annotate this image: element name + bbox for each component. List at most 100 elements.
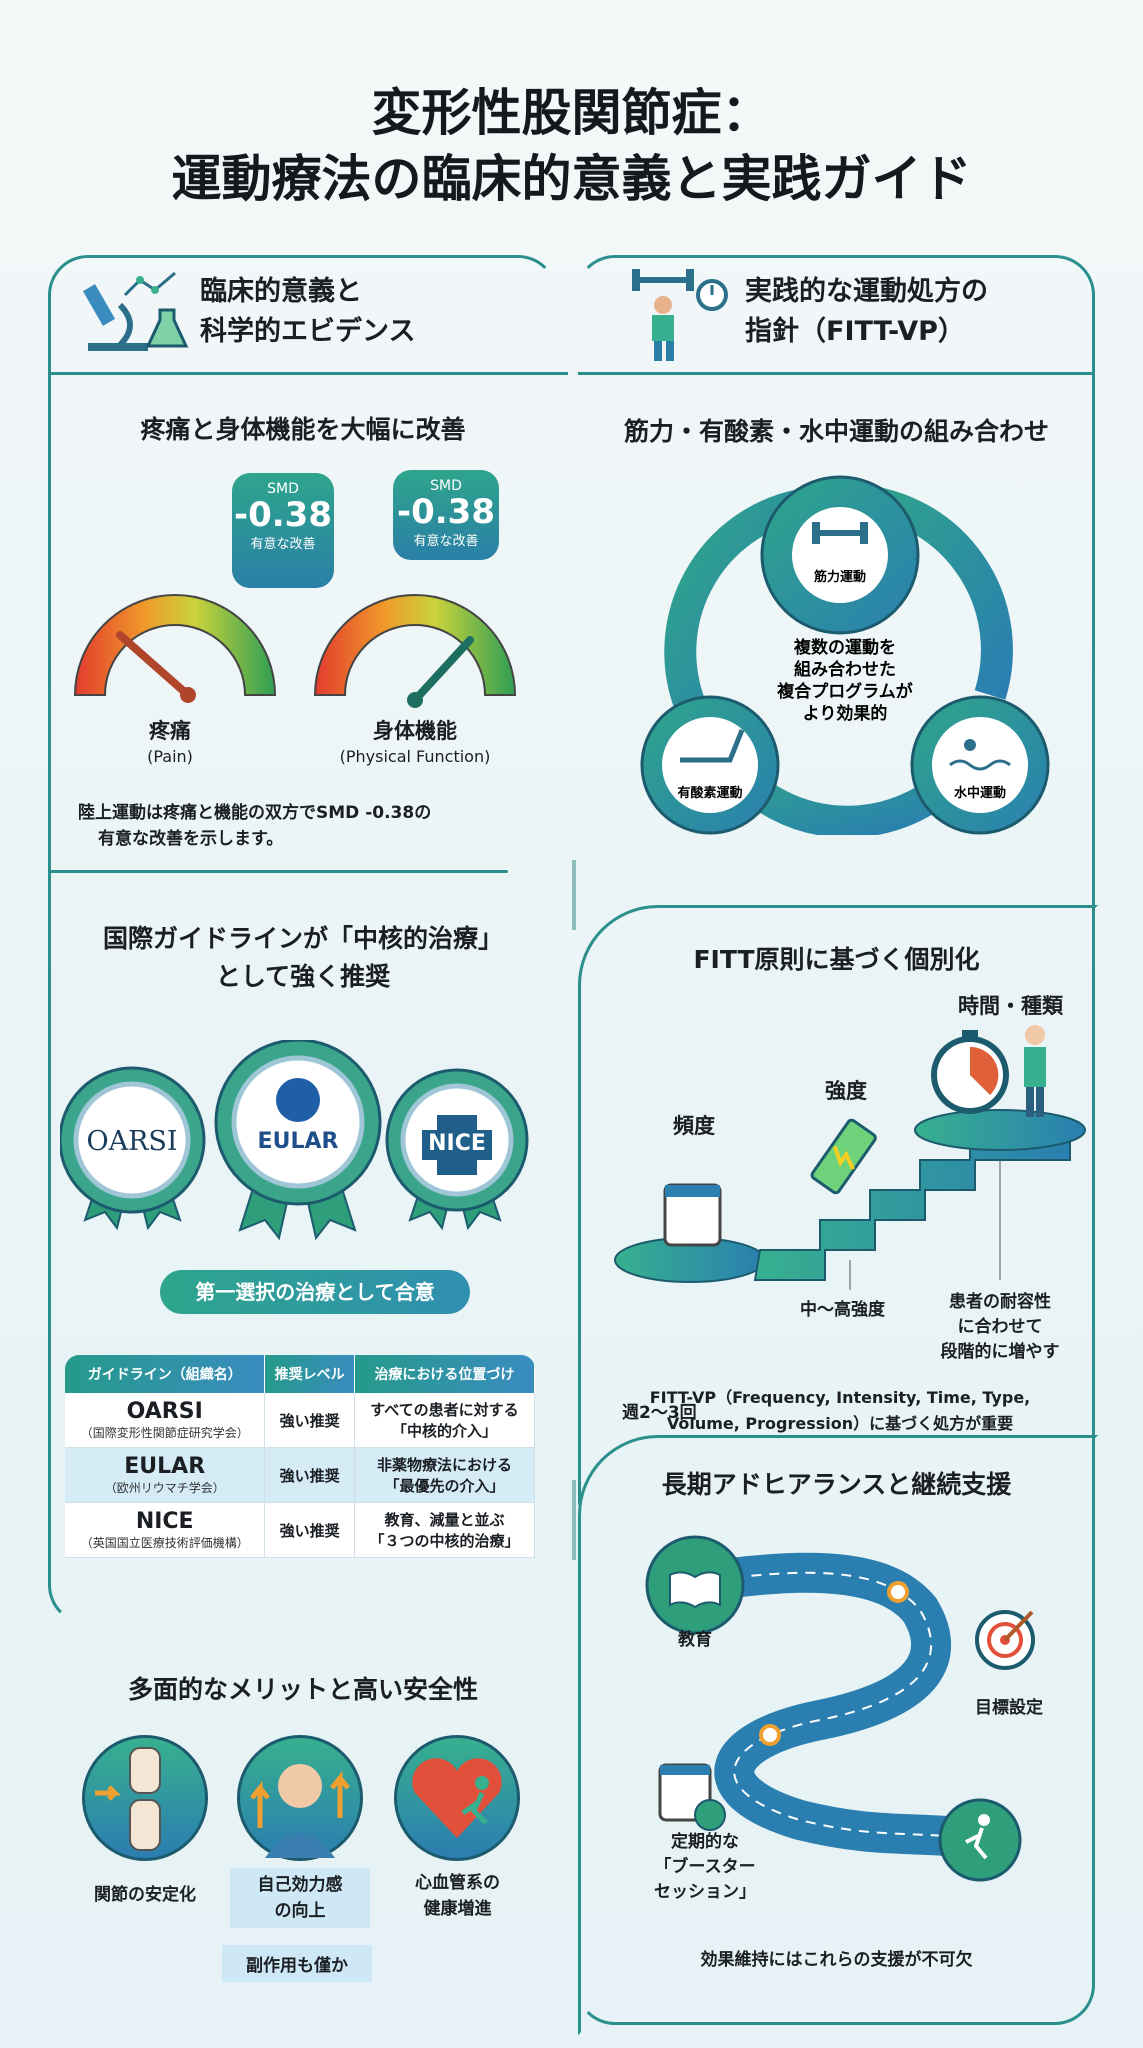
- label-line: の向上: [274, 1901, 326, 1921]
- left-header-line-1: 臨床的意義と: [200, 276, 362, 307]
- note-line: FITT-VP（Frequency, Intensity, Time, Type…: [649, 1388, 1031, 1407]
- page-title: 変形性股関節症： 運動療法の臨床的意義と実践ガイド: [0, 80, 1143, 212]
- milestone-marker: [887, 1581, 909, 1603]
- pain-gauge: [73, 594, 277, 703]
- gauge-label: 身体機能: [373, 719, 457, 743]
- benefit-efficacy-label: 自己効力感の向上: [230, 1868, 370, 1928]
- right-frame: [575, 255, 1095, 2025]
- guidelines-title-2: として強く推奨: [215, 962, 391, 991]
- col-header: ガイドライン（組織名）: [65, 1355, 266, 1393]
- table-row: NICE（英国国立医療技術評価機構）強い推奨教育、減量と並ぶ「３つの中核的治療」: [65, 1502, 535, 1558]
- function-gauge: [313, 594, 517, 708]
- heart-runner-icon: [394, 1735, 520, 1861]
- milestone-goal-setting: 目標設定: [975, 1698, 1043, 1718]
- bubble-note: 有意な改善: [413, 534, 479, 549]
- person-icon: [1024, 1025, 1046, 1117]
- position: 「３つの中核的治療」: [369, 1532, 520, 1550]
- col-header: 推奨レベル: [264, 1355, 355, 1393]
- fitt-stairs: [614, 1025, 1086, 1290]
- right-header-line-2: 指針（FITT-VP）: [745, 316, 965, 347]
- position: 非薬物療法における: [376, 1456, 512, 1474]
- label-line: 自己効力感: [257, 1875, 343, 1895]
- detail-line: に合わせて: [957, 1317, 1043, 1337]
- cycle-arrow: [664, 489, 804, 711]
- bubble-value: -0.38: [234, 495, 332, 535]
- fitt-note: FITT-VP（Frequency, Intensity, Time, Type…: [600, 1385, 1080, 1437]
- effect-title: 疼痛と身体機能を大幅に改善: [140, 415, 466, 444]
- pain-label: 疼痛 (Pain): [110, 715, 230, 769]
- safety-label: 副作用も僅か: [222, 1945, 372, 1982]
- node-label: 筋力運動: [813, 569, 866, 585]
- knee-joint-icon: [82, 1735, 208, 1861]
- consensus-pill: 第一選択の治療として合意: [160, 1270, 470, 1314]
- center-text: より効果的: [803, 703, 888, 724]
- stopwatch-icon: [931, 1030, 1009, 1114]
- dumbbell-icon: [812, 522, 868, 544]
- badge-label: NICE: [428, 1131, 486, 1156]
- right-header-title: 実践的な運動処方の 指針（FITT-VP）: [745, 272, 988, 352]
- badge-oarsi: OARSI: [60, 1066, 206, 1231]
- fitt-frame: [578, 905, 1098, 1505]
- fitt-progression-detail: 患者の耐容性に合わせて段階的に増やす: [925, 1290, 1075, 1365]
- adherence-road: [645, 1535, 1035, 1882]
- node-label: 有酸素運動: [677, 785, 742, 801]
- left-frame: [48, 255, 558, 1625]
- level: 強い推奨: [264, 1502, 355, 1558]
- milestone-marker: [759, 1724, 781, 1746]
- dumbbell-stopwatch-icon: [630, 265, 730, 369]
- stairs: [753, 1129, 1071, 1281]
- note-line: Volume, Progression）に基づく処方が重要: [666, 1414, 1014, 1433]
- microscope-flask-chart-icon: [80, 265, 190, 369]
- booster-line: セッション」: [654, 1882, 756, 1902]
- calendar-clock-icon: [658, 1763, 726, 1831]
- level: 強い推奨: [264, 1393, 355, 1448]
- guideline-badges: OARSI EULAR NICE: [60, 1040, 529, 1241]
- effect-note-1: 陸上運動は疼痛と機能の双方でSMD -0.38の: [78, 803, 432, 823]
- col-header: 治療における位置づけ: [354, 1355, 535, 1393]
- position: 教育、減量と並ぶ: [384, 1511, 505, 1529]
- bubble-label: SMD: [430, 478, 462, 494]
- bubble-label: SMD: [267, 481, 299, 497]
- position: すべての患者に対する: [370, 1401, 519, 1419]
- title-line-1: 変形性股関節症：: [371, 84, 772, 142]
- battery-icon: [810, 1118, 877, 1195]
- gauge-label: 疼痛: [149, 719, 191, 743]
- benefits-title: 多面的なメリットと高い安全性: [127, 1675, 478, 1704]
- table-row: OARSI （国際変形性関節症研究学会） 強い推奨すべての患者に対する「中核的介入」: [65, 1393, 535, 1448]
- booster-line: 定期的な: [671, 1832, 739, 1852]
- center-text: 組み合わせた: [794, 659, 896, 680]
- bubble-note: 有意な改善: [250, 537, 316, 552]
- adherence-frame: [578, 1435, 1098, 2035]
- function-smd-bubble: SMD -0.38 有意な改善: [393, 470, 499, 560]
- benefit-cardio-label: 心血管系の健康増進: [390, 1870, 525, 1922]
- gauges: [73, 594, 517, 708]
- org-full: （欧州リウマチ学会）: [104, 1481, 225, 1495]
- effect-note-2: 有意な改善を示します。: [98, 829, 284, 849]
- table-row: EULAR（欧州リウマチ学会）強い推奨非薬物療法における「最優先の介入」: [65, 1447, 535, 1503]
- badge-label: EULAR: [258, 1129, 339, 1154]
- booster-line: 「ブースター: [654, 1857, 756, 1877]
- adherence-title: 長期アドヒアランスと継続支援: [661, 1470, 1012, 1499]
- position: 「中核的介入」: [391, 1422, 497, 1440]
- badge-nice: NICE: [385, 1068, 529, 1231]
- detail-line: 段階的に増やす: [940, 1342, 1060, 1362]
- label-line: 心血管系の: [415, 1873, 500, 1893]
- fitt-frequency-label: 頻度: [673, 1114, 715, 1138]
- badge-eular: EULAR: [214, 1040, 382, 1241]
- right-header-line-1: 実践的な運動処方の: [745, 276, 988, 307]
- position: 「最優先の介入」: [384, 1477, 505, 1495]
- adherence-note: 効果維持にはこれらの支援が不可欠: [700, 1950, 973, 1970]
- benefit-joint-label: 関節の安定化: [94, 1885, 196, 1905]
- fitt-intensity-detail: 中～高強度: [800, 1300, 885, 1320]
- effect-note: 陸上運動は疼痛と機能の双方でSMD -0.38の 有意な改善を示します。: [78, 800, 431, 852]
- gauge-sublabel: (Pain): [147, 747, 193, 766]
- gauge-sublabel: (Physical Function): [339, 747, 491, 766]
- org-full: （国際変形性関節症研究学会）: [80, 1426, 249, 1440]
- left-header-line-2: 科学的エビデンス: [200, 316, 416, 347]
- guidelines-title: 国際ガイドラインが「中核的治療」 として強く推奨: [48, 920, 558, 996]
- org-name: OARSI: [126, 1399, 203, 1424]
- center-text: 複合プログラムが: [776, 681, 913, 702]
- guidelines-title-1: 国際ガイドラインが「中核的治療」: [102, 924, 503, 953]
- org-full: （英国国立医療技術評価機構）: [80, 1536, 249, 1550]
- swimmer-icon: [949, 739, 1011, 771]
